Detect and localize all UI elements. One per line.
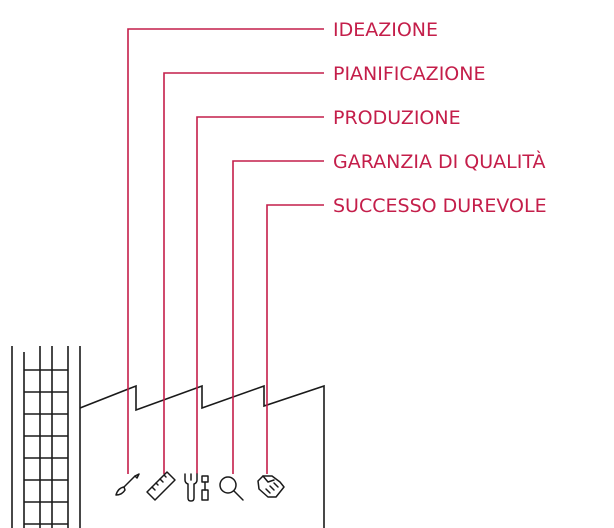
leader-line-garanzia xyxy=(232,160,324,474)
magnifier-icon xyxy=(219,476,244,501)
leader-line-ideazione xyxy=(127,28,324,474)
leader-line-produzione xyxy=(196,116,324,474)
handshake-icon xyxy=(257,475,285,498)
leader-lines xyxy=(127,28,324,474)
ruler-icon xyxy=(146,471,176,501)
factory-illustration xyxy=(11,346,325,528)
factory-roof xyxy=(79,384,325,528)
leader-line-successo xyxy=(266,204,324,474)
stage-label-produzione: PRODUZIONE xyxy=(333,107,461,129)
brush-icon xyxy=(115,473,140,496)
tools-icon xyxy=(184,473,209,502)
stage-label-garanzia: GARANZIA DI QUALITÀ xyxy=(333,150,545,173)
stage-label-ideazione: IDEAZIONE xyxy=(333,19,438,41)
stage-labels: IDEAZIONE PIANIFICAZIONE PRODUZIONE GARA… xyxy=(333,19,547,217)
leader-line-pianificazione xyxy=(163,72,324,474)
chimney-ladder xyxy=(11,346,81,528)
stage-label-successo: SUCCESSO DUREVOLE xyxy=(333,195,547,217)
stage-label-pianificazione: PIANIFICAZIONE xyxy=(333,63,485,85)
stage-icons xyxy=(115,471,285,502)
